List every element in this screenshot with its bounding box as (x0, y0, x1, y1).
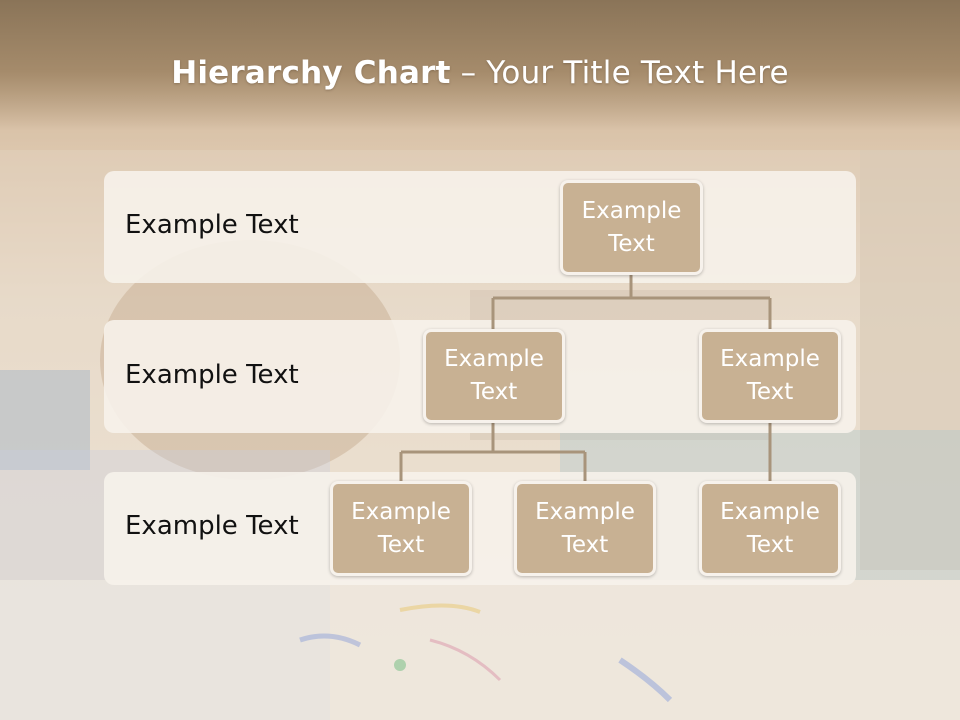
row-label-2: Example Text (125, 360, 299, 390)
node-level2-right[interactable]: Example Text (699, 329, 841, 423)
node-level3-b[interactable]: Example Text (514, 481, 656, 576)
node-level3-c-label: Example Text (720, 498, 820, 558)
row-label-3: Example Text (125, 511, 299, 541)
node-level3-a[interactable]: Example Text (330, 481, 472, 576)
node-level3-b-label: Example Text (535, 498, 635, 558)
row-label-1: Example Text (125, 210, 299, 240)
node-level2-right-label: Example Text (720, 346, 820, 405)
slide-title: Hierarchy Chart – Your Title Text Here (0, 55, 960, 91)
title-band (0, 0, 960, 130)
title-bold-part: Hierarchy Chart (171, 55, 451, 91)
node-root[interactable]: Example Text (560, 180, 703, 275)
node-level3-c[interactable]: Example Text (699, 481, 841, 576)
row-band-1 (104, 171, 856, 283)
node-level3-a-label: Example Text (351, 498, 451, 558)
title-rest-part: – Your Title Text Here (450, 55, 789, 91)
node-root-label: Example Text (581, 197, 682, 257)
node-level2-left-label: Example Text (444, 346, 544, 405)
node-level2-left[interactable]: Example Text (423, 329, 565, 423)
